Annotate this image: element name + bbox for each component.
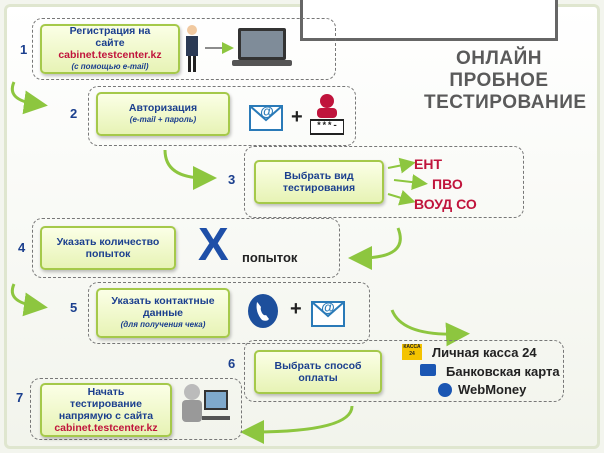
plus-sign-2: + bbox=[291, 106, 303, 128]
arrow-ent bbox=[387, 157, 416, 174]
arrow-4-5 bbox=[10, 283, 48, 317]
arrow-3-4 bbox=[348, 227, 402, 270]
step-4-line1: Указать количество bbox=[56, 236, 160, 248]
step-1-frame bbox=[32, 18, 336, 80]
step-6-number: 6 bbox=[228, 356, 236, 371]
payment-bank-card: Банковская карта bbox=[446, 364, 560, 379]
step-3-line2: тестирования bbox=[282, 182, 356, 194]
payment-kassa24: Личная касса 24 bbox=[432, 345, 537, 360]
person-icon bbox=[186, 25, 198, 72]
email-at-sign: @ bbox=[260, 103, 274, 119]
step-4-number: 4 bbox=[18, 240, 26, 255]
step-5-card: Указать контактные данные (для получения… bbox=[96, 288, 230, 338]
step-2-sub: (e-mail + пароль) bbox=[129, 115, 197, 124]
title-line-1: ОНЛАЙН bbox=[456, 48, 542, 69]
step-3-line1: Выбрать вид bbox=[284, 170, 354, 182]
step-3-card: Выбрать вид тестирования bbox=[254, 160, 384, 204]
step-1-line2: сайте bbox=[95, 37, 125, 49]
top-photo-frame bbox=[300, 0, 558, 41]
step-5-number: 5 bbox=[70, 300, 78, 315]
page-title: ОНЛАЙН ПРОБНОЕ ТЕСТИРОВАНИЕ bbox=[424, 48, 587, 114]
step-7-number: 7 bbox=[16, 390, 24, 405]
arrow-6-7 bbox=[240, 405, 354, 444]
step-5-line1: Указать контактные bbox=[111, 295, 215, 307]
kassa24-icon: КАССА 24 bbox=[402, 344, 422, 360]
arrow-5-6 bbox=[390, 309, 470, 347]
kassa24-badge-text: КАССА 24 bbox=[403, 344, 421, 357]
arrow-voud bbox=[387, 190, 416, 206]
arrow-pvo bbox=[393, 174, 428, 191]
password-mask: ***- bbox=[316, 121, 338, 131]
email-icon bbox=[249, 105, 283, 131]
step-7-line3: напрямую с сайта bbox=[58, 410, 154, 422]
test-type-ent: ЕНТ bbox=[414, 156, 442, 172]
arrow-1-2 bbox=[10, 81, 48, 115]
step-6-line1: Выбрать способ bbox=[274, 360, 362, 372]
step-5-frame bbox=[88, 282, 370, 344]
step-7-card: Начать тестирование напрямую с сайта cab… bbox=[40, 383, 172, 437]
step-2-number: 2 bbox=[70, 106, 78, 121]
step-1-sub: (с помощью e-mail) bbox=[71, 62, 149, 71]
payment-webmoney: WebMoney bbox=[458, 382, 527, 397]
arrow-2-3 bbox=[163, 149, 217, 190]
webmoney-icon bbox=[438, 383, 452, 397]
step-5-line2: данные bbox=[143, 307, 183, 319]
phone-icon bbox=[248, 294, 278, 328]
attempts-label: попыток bbox=[242, 250, 298, 265]
step-1-card: Регистрация на сайте cabinet.testcenter.… bbox=[40, 24, 180, 74]
bank-card-icon bbox=[420, 364, 436, 376]
step-7-line2: тестирование bbox=[70, 398, 142, 410]
step-3-frame bbox=[244, 146, 524, 218]
step-6-line2: оплаты bbox=[298, 372, 338, 384]
step-4-card: Указать количество попыток bbox=[40, 226, 176, 270]
test-type-pvo: ПВО bbox=[432, 176, 463, 192]
step-7-line1: Начать bbox=[87, 386, 125, 398]
user-at-computer-icon bbox=[182, 384, 230, 422]
step-5-sub: (для получения чека) bbox=[120, 320, 206, 329]
step-4-frame bbox=[32, 218, 340, 278]
step-7-url: cabinet.testcenter.kz bbox=[54, 422, 158, 434]
step-2-frame bbox=[88, 86, 356, 146]
step-2-card: Авторизация (e-mail + пароль) bbox=[96, 92, 230, 136]
user-password-icon bbox=[310, 94, 344, 135]
title-line-3: ТЕСТИРОВАНИЕ bbox=[424, 92, 587, 113]
title-line-2: ПРОБНОЕ bbox=[449, 70, 549, 91]
step-6-card: Выбрать способ оплаты bbox=[254, 350, 382, 394]
step-6-frame bbox=[244, 340, 564, 402]
step-4-line2: попыток bbox=[85, 248, 131, 260]
step-1-line1: Регистрация на bbox=[69, 25, 151, 37]
plus-sign-5: + bbox=[290, 298, 302, 320]
email-at-sign-2: @ bbox=[321, 299, 335, 315]
email-icon-2 bbox=[311, 301, 345, 327]
step-3-number: 3 bbox=[228, 172, 236, 187]
step-7-frame bbox=[30, 378, 242, 440]
laptop-icon bbox=[232, 28, 292, 66]
step-1-url: cabinet.testcenter.kz bbox=[58, 49, 162, 61]
test-type-voud: ВОУД СО bbox=[414, 196, 477, 212]
attempts-x-mark: X bbox=[198, 218, 229, 270]
step-2-line1: Авторизация bbox=[128, 102, 198, 114]
step-1-number: 1 bbox=[20, 42, 28, 57]
